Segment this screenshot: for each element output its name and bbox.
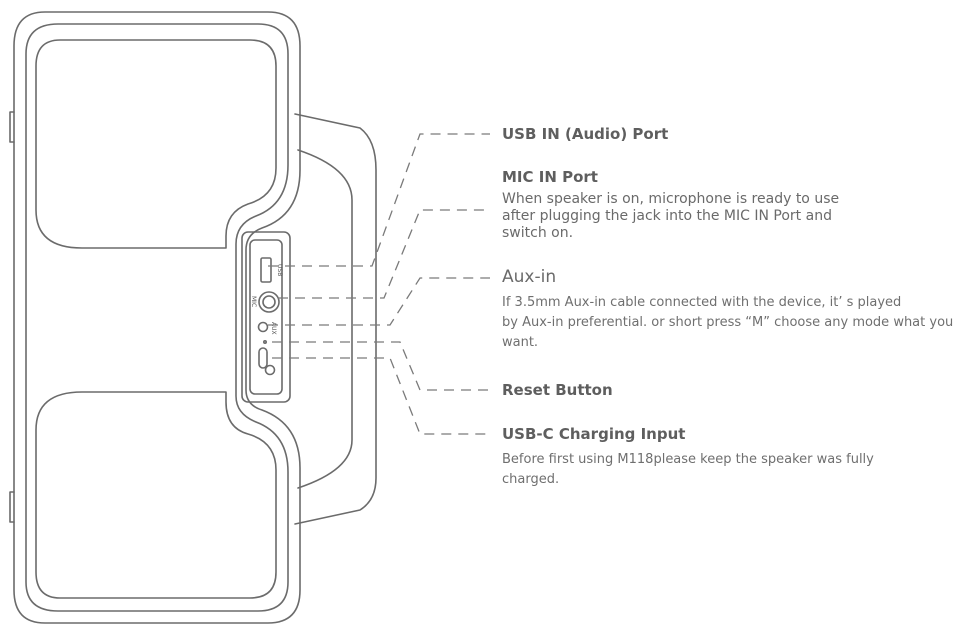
mic-in-title: MIC IN Port bbox=[502, 168, 598, 186]
speaker-handle bbox=[294, 113, 377, 525]
speaker-body-outline bbox=[13, 11, 301, 624]
usb-c-description: Before first using M118please keep the s… bbox=[502, 450, 874, 490]
usb-c-line-1: Before first using M118please keep the s… bbox=[502, 452, 874, 467]
reset-button-title: Reset Button bbox=[502, 381, 613, 399]
aux-in-title: Aux-in bbox=[502, 267, 557, 287]
port-panel bbox=[241, 231, 291, 403]
top-grille bbox=[35, 39, 277, 249]
bottom-grille bbox=[35, 391, 277, 599]
aux-in-description: If 3.5mm Aux-in cable connected with the… bbox=[502, 293, 953, 353]
leader-reset bbox=[272, 341, 490, 391]
aux-port bbox=[257, 321, 269, 333]
usb-port-label: USB bbox=[276, 264, 283, 276]
aux-in-line-2: by Aux-in preferential. or short press “… bbox=[502, 315, 954, 330]
leader-aux-in bbox=[268, 277, 490, 326]
leader-usb-c bbox=[272, 357, 490, 435]
aux-in-line-3: want. bbox=[502, 335, 539, 350]
usb-in-title: USB IN (Audio) Port bbox=[502, 125, 669, 143]
mic-in-description: When speaker is on, microphone is ready … bbox=[502, 191, 839, 242]
mic-in-line-3: switch on. bbox=[502, 225, 574, 241]
mic-port-label: MIC bbox=[250, 296, 257, 307]
usb-c-title: USB-C Charging Input bbox=[502, 425, 686, 443]
usb-c-port bbox=[258, 347, 268, 369]
mic-in-line-1: When speaker is on, microphone is ready … bbox=[502, 191, 840, 207]
reset-button bbox=[262, 339, 267, 344]
usb-c-line-2: charged. bbox=[502, 472, 560, 487]
mic-port bbox=[258, 291, 280, 313]
aux-port-label: AUX bbox=[270, 322, 277, 335]
mic-in-line-2: after plugging the jack into the MIC IN … bbox=[502, 208, 832, 224]
leader-mic-in bbox=[278, 209, 490, 299]
usb-port bbox=[260, 257, 272, 283]
aux-in-line-1: If 3.5mm Aux-in cable connected with the… bbox=[502, 295, 902, 310]
leader-usb-in bbox=[268, 133, 490, 267]
